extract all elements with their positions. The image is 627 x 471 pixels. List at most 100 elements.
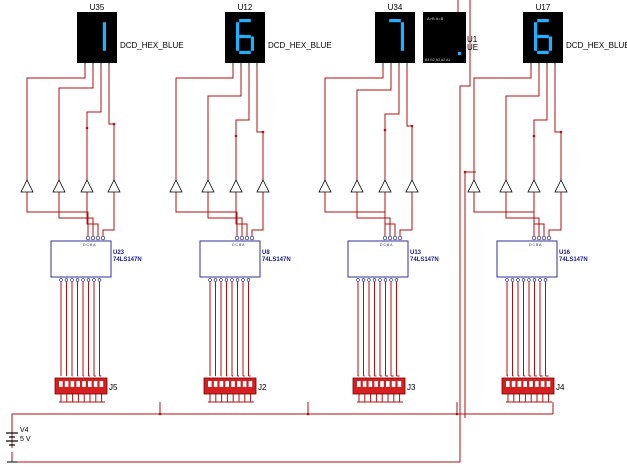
adder-part-label: 74LS147N: [559, 257, 588, 263]
adder-ref-label: U13: [410, 250, 422, 256]
switch-toggle: [368, 381, 373, 387]
switch-toggle: [213, 381, 218, 387]
pin-bubble: [75, 278, 80, 282]
pin-bubble: [538, 278, 542, 282]
buffer-gate: [107, 179, 121, 193]
segment-f: [236, 22, 240, 37]
adder-part-label: 74LS147N: [262, 257, 291, 263]
switch-ref-label: J4: [556, 383, 565, 392]
display-type-label: DCD_HEX_BLUE: [120, 41, 184, 50]
pin-bubble: [90, 235, 96, 241]
display-ref-label: U35: [90, 3, 105, 12]
adder-body: [496, 240, 558, 278]
buffer-gate: [350, 179, 364, 193]
segment-c: [548, 36, 552, 51]
switch-toggle: [208, 381, 212, 387]
adder-u13: D C B A: [347, 235, 409, 282]
buffer-gate: [229, 179, 243, 193]
junction: [234, 134, 238, 138]
wire: [324, 67, 384, 180]
switch-toggle: [64, 381, 69, 387]
pin-bubble: [378, 278, 382, 282]
adder-u8: D C B A: [199, 235, 261, 282]
indicator-led: [458, 52, 461, 55]
wire: [58, 67, 94, 180]
junction: [559, 130, 563, 134]
pin-bubble: [543, 278, 548, 282]
wire: [86, 192, 99, 236]
switch-toggle: [99, 381, 104, 387]
junction: [306, 412, 310, 416]
buffer-gate: [527, 179, 541, 193]
buffer-gate: [499, 179, 513, 193]
wire: [356, 67, 392, 180]
wire: [11, 413, 553, 448]
buffer-gate: [169, 179, 183, 193]
pin-bubble: [361, 278, 366, 282]
wire: [533, 67, 548, 180]
wire: [175, 192, 238, 236]
dip-switch-j5: [54, 377, 108, 395]
wire: [533, 192, 545, 236]
switch-toggle: [380, 381, 384, 387]
comparator-u1: A>B A=BB3 B2 A3 A2 A1: [423, 12, 466, 63]
wire: [235, 67, 250, 180]
pin-bubble: [383, 278, 388, 282]
display-type-label: DCD_HEX_BLUE: [566, 41, 627, 50]
pin-bubble: [394, 278, 399, 282]
pin-bubble: [527, 278, 531, 282]
adder-ref-label: U16: [559, 250, 571, 256]
wire: [207, 192, 243, 236]
segment-e: [236, 36, 240, 51]
pin-bubble: [356, 278, 360, 282]
pin-bubble: [382, 235, 388, 241]
pin-bubble: [241, 278, 245, 282]
wire: [473, 192, 535, 236]
junction: [85, 126, 89, 130]
wire: [235, 192, 248, 236]
display-body: [77, 12, 117, 63]
wire: [505, 192, 540, 236]
pin-bubble: [372, 278, 377, 282]
pin-bubble: [230, 278, 234, 282]
switch-toggle: [391, 381, 396, 387]
buffer-gate: [52, 179, 66, 193]
pin-bubble: [246, 278, 251, 282]
wire: [108, 67, 115, 180]
hex-display-u34: [375, 12, 415, 67]
junction: [410, 124, 414, 128]
pin-bubble: [208, 278, 212, 282]
junction: [112, 122, 116, 126]
switch-toggle: [511, 381, 516, 387]
pin-bubble: [536, 235, 542, 241]
segment-a: [537, 19, 549, 23]
switch-toggle: [76, 381, 80, 387]
pin-bubble: [392, 235, 398, 241]
junction: [383, 128, 387, 132]
comparator-ref-label: U1: [467, 35, 478, 44]
comparator-top-pins: A>B A=B: [427, 16, 444, 21]
hex-display-u35: [77, 12, 117, 67]
wire: [554, 67, 562, 180]
switch-toggle: [397, 381, 402, 387]
pin-bubble: [97, 278, 102, 282]
wire: [175, 67, 234, 180]
switch-body: [501, 377, 555, 395]
segment-a: [389, 19, 401, 23]
segment-c: [400, 36, 404, 51]
switch-toggle: [237, 381, 241, 387]
wire: [399, 192, 413, 236]
adder-u23: D C B A: [50, 235, 112, 282]
adder-ref-label: U23: [113, 250, 125, 256]
display-ref-label: U12: [238, 3, 253, 12]
switch-toggle: [506, 381, 510, 387]
pin-bubble: [219, 278, 223, 282]
wire: [548, 192, 562, 236]
pin-bubble: [224, 278, 229, 282]
junction: [463, 170, 467, 174]
display-ref-label: U34: [388, 3, 403, 12]
pin-bubble: [389, 278, 393, 282]
buffer-gate: [201, 179, 215, 193]
